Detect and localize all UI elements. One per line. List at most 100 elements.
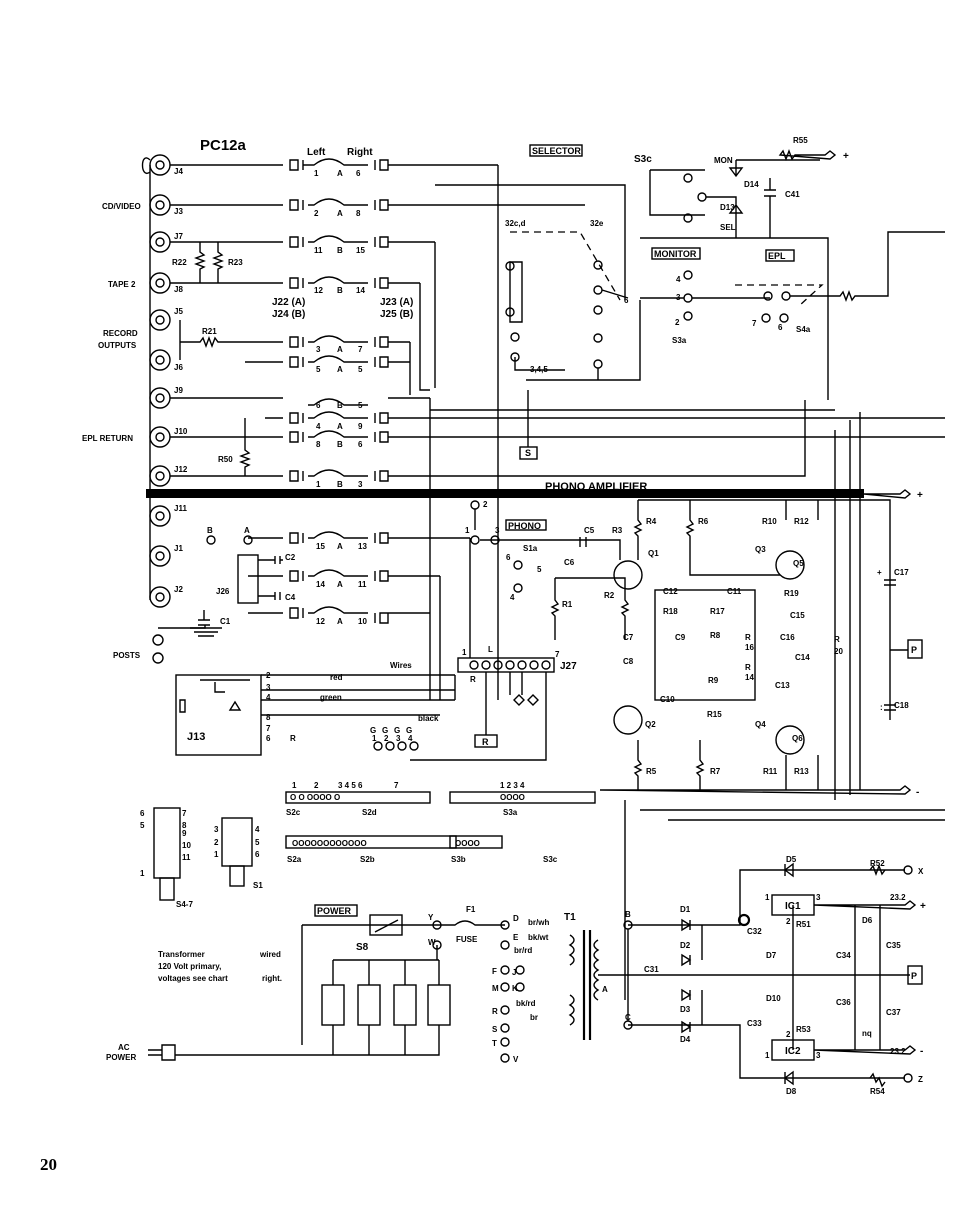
svg-text:C35: C35 [886,941,901,950]
svg-text:7: 7 [752,319,757,328]
svg-text:E: E [513,933,519,942]
svg-text:11: 11 [314,246,323,255]
svg-text:3: 3 [816,1051,821,1060]
svg-text:C33: C33 [747,1019,762,1028]
svg-text:2: 2 [214,838,219,847]
svg-text:bk/rd: bk/rd [516,999,536,1008]
svg-text:J10: J10 [174,427,188,436]
svg-text::: : [880,703,883,712]
svg-text:R11: R11 [763,767,778,776]
svg-text:3: 3 [358,480,363,489]
svg-text:D: D [513,914,519,923]
svg-text:J22 (A): J22 (A) [272,297,305,308]
left-resistors: R22 R23 R21 R50 [172,242,251,476]
svg-text:A: A [602,985,608,994]
svg-text:POSTS: POSTS [113,651,141,660]
svg-text:D2: D2 [680,941,691,950]
svg-text:J27: J27 [560,661,577,672]
svg-text:32e: 32e [590,219,604,228]
svg-text:Transformer: Transformer [158,950,205,959]
svg-text:J8: J8 [174,285,183,294]
svg-text:TAPE 2: TAPE 2 [108,280,136,289]
svg-text:C9: C9 [675,633,686,642]
svg-text:1: 1 [140,869,145,878]
section-divider-bar [146,489,864,498]
svg-text:10: 10 [182,841,191,850]
svg-text:R: R [834,635,840,644]
svg-text:R5: R5 [646,767,657,776]
connector-refs: J22 (A) J24 (B) J23 (A) J25 (B) [272,297,413,320]
svg-text:S3c: S3c [634,154,652,165]
svg-text:R4: R4 [646,517,657,526]
svg-text:3: 3 [816,893,821,902]
svg-text:4: 4 [408,734,413,743]
svg-text:R: R [470,675,476,684]
jack-labels: J4 J3 J7 J8 J5 J6 J9 J10 J12 J11 J1 J2 J… [174,167,205,743]
svg-text:14: 14 [745,673,754,682]
svg-text:D3: D3 [680,1005,691,1014]
svg-text:C6: C6 [564,558,575,567]
svg-text:R: R [492,1007,498,1016]
svg-text:S3a: S3a [503,808,518,817]
svg-text:A: A [337,365,343,374]
svg-text:J5: J5 [174,307,183,316]
svg-text:J: J [512,968,516,977]
svg-text:1: 1 [316,480,321,489]
svg-text:23.2: 23.2 [890,1047,906,1056]
svg-text:L: L [488,645,493,654]
power-section: POWER S8 YW F1 FUSE Transformer wired 12… [148,904,505,1061]
svg-text:A: A [337,169,343,178]
svg-text:9: 9 [358,422,363,431]
svg-text:R3: R3 [612,526,623,535]
svg-text:S8: S8 [356,942,369,953]
svg-text:SELECTOR: SELECTOR [532,146,581,156]
svg-text:C36: C36 [836,998,851,1007]
svg-text:V: V [513,1055,519,1064]
svg-text:MONITOR: MONITOR [654,249,697,259]
svg-text:SEL: SEL [720,223,736,232]
svg-text:1: 1 [465,526,470,535]
svg-text:C37: C37 [886,1008,901,1017]
svg-text:J25 (B): J25 (B) [380,309,413,320]
svg-text:J9: J9 [174,386,183,395]
svg-text:B: B [337,401,343,410]
svg-text:+: + [917,490,923,501]
svg-text:S3a: S3a [672,336,687,345]
svg-text:C5: C5 [584,526,595,535]
input-jacks [141,154,222,664]
svg-text:C10: C10 [660,695,675,704]
svg-text:C32: C32 [747,927,762,936]
svg-text:Q6: Q6 [792,734,803,743]
svg-text:PHONO: PHONO [508,521,541,531]
svg-text:J24 (B): J24 (B) [272,309,305,320]
svg-text:12: 12 [316,617,325,626]
svg-text:G: G [370,726,376,735]
svg-text:C2: C2 [285,553,296,562]
svg-text:B: B [337,480,343,489]
svg-text:D8: D8 [786,1087,797,1096]
svg-text:4: 4 [316,422,321,431]
svg-text:3: 3 [316,345,321,354]
svg-text:br/rd: br/rd [514,946,532,955]
svg-text:15: 15 [356,246,365,255]
svg-text:A: A [337,209,343,218]
svg-text:D10: D10 [766,994,781,1003]
svg-text:J13: J13 [187,731,205,743]
svg-text:X: X [918,867,924,876]
svg-text:14: 14 [316,580,325,589]
svg-text:S2d: S2d [362,808,377,817]
svg-text:1: 1 [462,648,467,657]
svg-text:32c,d: 32c,d [505,219,526,228]
svg-text:G: G [382,726,388,735]
svg-text:8: 8 [266,713,271,722]
svg-text:R15: R15 [707,710,722,719]
svg-text:black: black [418,714,439,723]
svg-text:S2b: S2b [360,855,375,864]
svg-text:C1: C1 [220,617,231,626]
svg-text:5: 5 [358,401,363,410]
svg-text:C7: C7 [623,633,634,642]
